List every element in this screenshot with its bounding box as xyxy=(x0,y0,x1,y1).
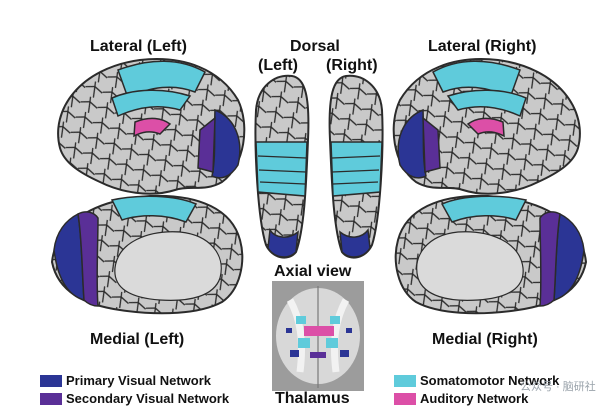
brain-lateral-left xyxy=(57,58,246,195)
legend-label-primary-visual: Primary Visual Network xyxy=(66,373,211,388)
legend-swatch-auditory xyxy=(394,393,416,405)
legend-swatch-primary-visual xyxy=(40,375,62,387)
thalamus-label: Thalamus xyxy=(275,390,350,407)
medial-left-label: Medial (Left) xyxy=(90,331,185,348)
dorsal-right-label: (Right) xyxy=(326,57,378,74)
brain-medial-left xyxy=(50,194,244,315)
brain-dorsal-left xyxy=(254,74,310,259)
axial-thalamus-panel xyxy=(272,281,364,391)
legend-label-auditory: Auditory Network xyxy=(420,391,529,406)
legend-swatch-somatomotor xyxy=(394,375,416,387)
legend-swatch-secondary-visual xyxy=(40,393,62,405)
dorsal-label: Dorsal xyxy=(290,38,340,55)
lateral-right-label: Lateral (Right) xyxy=(428,38,537,55)
dorsal-left-label: (Left) xyxy=(258,57,298,74)
lateral-left-label: Lateral (Left) xyxy=(90,38,187,55)
medial-right-label: Medial (Right) xyxy=(432,331,538,348)
brain-medial-right xyxy=(394,194,588,315)
axial-view-label: Axial view xyxy=(274,263,352,280)
brain-lateral-right xyxy=(392,58,581,195)
brain-dorsal-right xyxy=(328,74,384,259)
legend-label-secondary-visual: Secondary Visual Network xyxy=(66,391,230,406)
watermark: 公众号 · 脑研社 xyxy=(520,381,596,393)
legend-label-somatomotor: Somatomotor Network xyxy=(420,373,560,388)
